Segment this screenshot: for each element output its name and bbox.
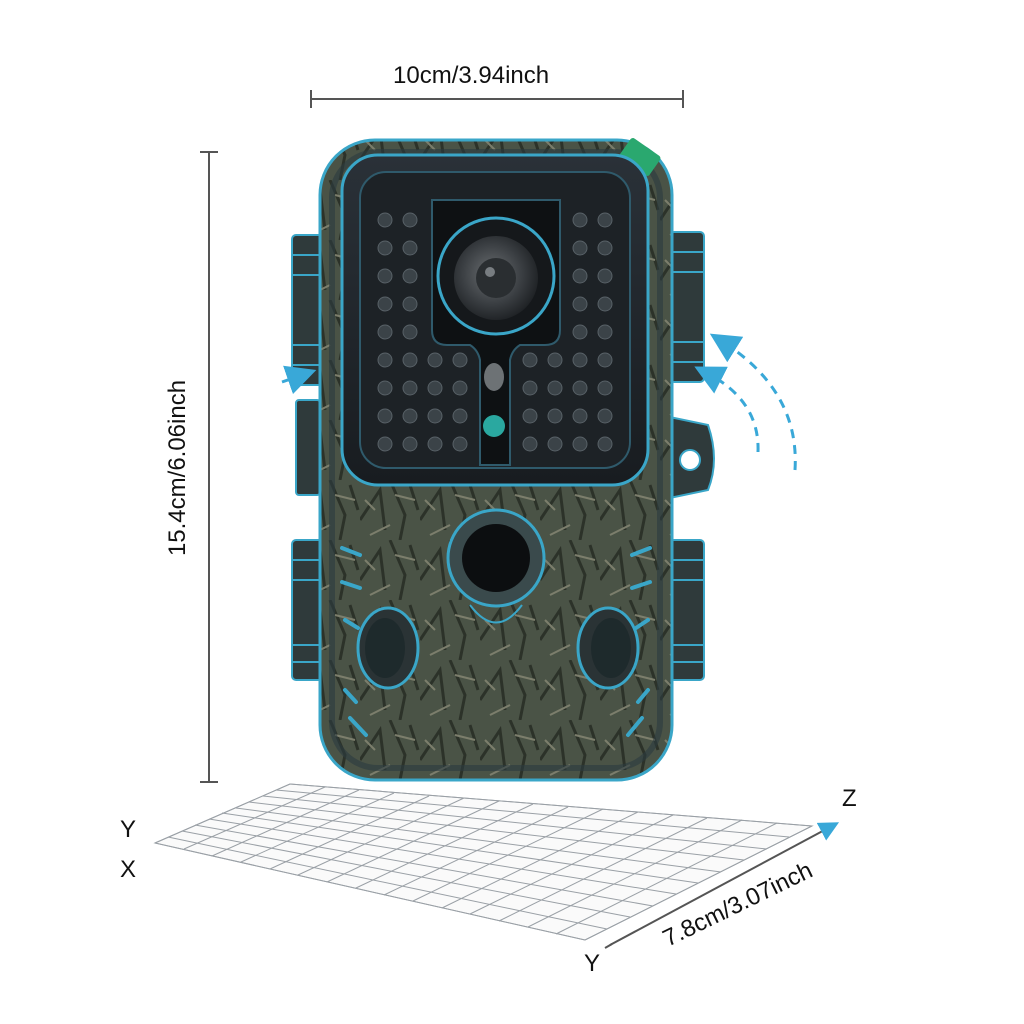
height-label: 15.4cm/6.06inch xyxy=(164,379,191,557)
motion-arrow-icon xyxy=(281,333,797,471)
height-dimension xyxy=(200,151,218,783)
axis-label-z: Z xyxy=(842,785,857,812)
axis-label-y-bottom: Y xyxy=(584,950,601,977)
depth-dimension xyxy=(604,822,840,949)
axis-label-x-left: X xyxy=(120,856,137,883)
grid-floor xyxy=(153,783,814,941)
width-label: 10cm/3.94inch xyxy=(393,62,550,89)
axis-label-y-left: Y xyxy=(120,816,137,843)
width-dimension xyxy=(310,90,684,108)
trail-camera xyxy=(291,138,715,782)
